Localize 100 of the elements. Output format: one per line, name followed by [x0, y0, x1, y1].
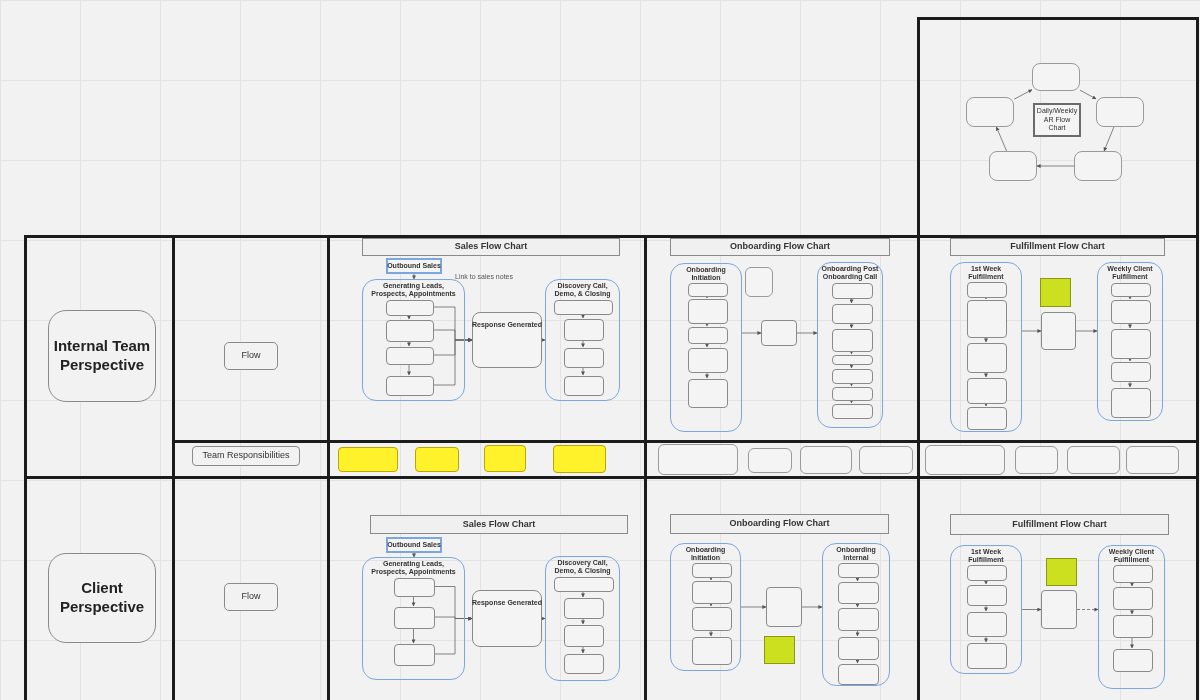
process-box: [554, 300, 613, 315]
process-box: [688, 379, 728, 408]
note-card: [748, 448, 792, 473]
process-box: [394, 644, 435, 666]
arrow: [407, 314, 411, 320]
process-box: [832, 329, 873, 352]
note-card: [745, 267, 773, 297]
sticky-note: [1046, 558, 1077, 586]
process-box: [1032, 63, 1080, 91]
group-container: [950, 545, 1022, 674]
process-box: [967, 407, 1007, 430]
process-box: [1041, 312, 1076, 350]
process-box: [472, 590, 542, 647]
arrow: [849, 322, 854, 329]
row-header-box: [48, 310, 156, 402]
process-box: [692, 581, 732, 604]
process-box: [838, 608, 879, 631]
arrow: [849, 350, 854, 355]
process-box: [386, 320, 434, 342]
arrow: [984, 579, 988, 585]
process-box: [564, 319, 604, 341]
arrow: [1128, 322, 1132, 329]
process-box: [966, 97, 1014, 127]
group-container: [950, 262, 1022, 432]
process-box: [838, 664, 879, 685]
group-container: [362, 279, 465, 401]
section-title: Onboarding Flow Chart: [730, 240, 830, 254]
note-card: [658, 444, 738, 475]
process-box: [1113, 587, 1153, 610]
arrow: [849, 297, 854, 304]
section-title-box: [950, 514, 1169, 535]
process-box: [832, 355, 873, 365]
process-box: [554, 577, 614, 592]
group-container: [1097, 262, 1163, 421]
process-box: [1111, 362, 1151, 382]
process-box: [838, 582, 879, 604]
arrow: [984, 635, 988, 643]
arrow: [541, 616, 546, 621]
section-title-box: [362, 238, 620, 256]
row-label: Flow: [241, 590, 261, 604]
arrow: [581, 617, 585, 625]
row-heading: Client Perspective: [58, 579, 146, 617]
section-title-box: [670, 514, 889, 534]
section-title-box: [950, 238, 1165, 256]
group-container: [670, 543, 741, 671]
arrow: [855, 658, 860, 664]
arrow: [581, 313, 585, 319]
group-container: [822, 543, 890, 686]
process-box: [1041, 590, 1077, 629]
sticky-note: [553, 445, 606, 473]
process-box: [832, 304, 873, 324]
group-container: [545, 279, 620, 401]
section-title: Onboarding Flow Chart: [729, 517, 830, 531]
section-title: Sales Flow Chart: [462, 517, 536, 531]
process-box: [967, 565, 1007, 581]
arrow: [849, 382, 854, 387]
process-box: [394, 578, 435, 597]
process-box: [967, 282, 1007, 298]
process-box: [386, 376, 434, 396]
arrow: [709, 629, 713, 637]
arrow: [1130, 581, 1134, 587]
process-box: [967, 343, 1007, 373]
process-box: [832, 387, 873, 401]
group-container: [817, 262, 883, 428]
note-card: [859, 446, 913, 474]
arrow: [412, 552, 416, 558]
arrow: [849, 363, 854, 369]
process-box: [386, 300, 434, 316]
arrow: [541, 338, 546, 342]
process-box: [688, 348, 728, 373]
process-box: [564, 654, 604, 674]
process-box: [564, 376, 604, 396]
process-box: [688, 299, 728, 324]
arrow: [705, 371, 709, 379]
process-box: [1113, 565, 1153, 583]
process-box: [832, 369, 873, 384]
process-box: [1113, 649, 1153, 672]
group-container: [670, 263, 742, 432]
note-card: [800, 446, 852, 474]
process-box: [564, 625, 604, 647]
process-box: [688, 327, 728, 344]
process-box: [692, 607, 732, 631]
arrow: [581, 590, 585, 598]
note-card: [1015, 446, 1058, 474]
process-box: [766, 587, 802, 627]
sticky-note: [484, 445, 526, 472]
row-header-box: [48, 553, 156, 643]
arrow: [1130, 608, 1134, 615]
sticky-note: [764, 636, 795, 664]
note-card: [1126, 446, 1179, 474]
process-box: [832, 283, 873, 299]
section-title: Sales Flow Chart: [454, 240, 528, 254]
arrow: [1128, 380, 1132, 388]
process-box: [1074, 151, 1122, 181]
arrow: [407, 340, 411, 347]
arrow: [855, 602, 860, 608]
arrow: [412, 273, 416, 280]
process-box: [1111, 329, 1151, 359]
row-heading: Internal Team Perspective: [53, 337, 151, 375]
row-label: Team Responsibilities: [202, 449, 290, 463]
